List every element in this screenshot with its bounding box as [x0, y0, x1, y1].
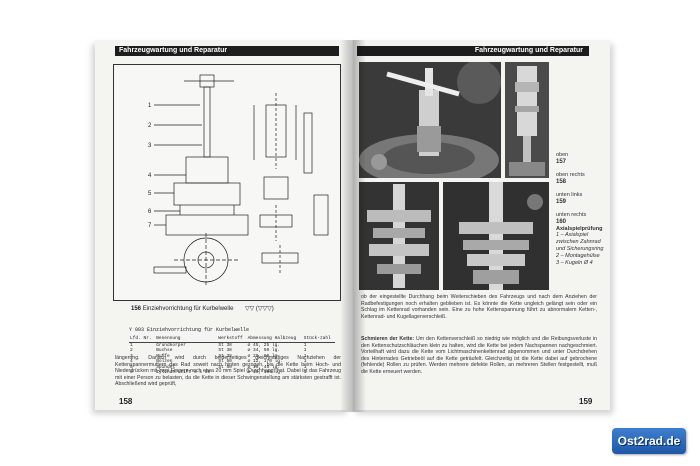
- figure-number: 156: [131, 306, 142, 312]
- cell: St 50: [218, 364, 232, 370]
- callout-label: 7: [148, 223, 152, 229]
- cell: Bolzen: [156, 359, 173, 364]
- cell: ⌀ 12, 170 lg.: [247, 359, 283, 364]
- right-page-header: Fahrzeugwartung und Reparatur: [357, 46, 589, 56]
- cell: ⌀ 10, 100 lg.: [247, 370, 283, 375]
- cell: 6: [130, 370, 133, 375]
- cell: 1: [303, 370, 307, 375]
- photo-gears: [359, 182, 439, 290]
- figure-caption: 156 Einziehvorrichtung für Kurbelwelle: [131, 306, 233, 313]
- open-book: Fahrzeugwartung und Reparatur: [95, 40, 610, 415]
- cell: 1: [303, 359, 307, 364]
- caption-number: 158: [556, 178, 567, 185]
- caption-number: 160: [556, 218, 567, 225]
- left-body-text: längerung. Danach wird durch beiderseiti…: [115, 355, 341, 388]
- table-row: 2 Buchse St 38 ⌀ 34, 50 lg. 1: [129, 348, 335, 354]
- callout-label: 5: [148, 191, 152, 197]
- caption-label: oben rechts: [556, 172, 585, 178]
- caption-label: unten links: [556, 192, 583, 198]
- photo-160-svg: [443, 182, 549, 290]
- caption-number: 157: [556, 158, 567, 165]
- caption-159: unten links 159: [556, 192, 582, 206]
- photo-159-svg: [359, 182, 439, 290]
- col-header: Benennung: [155, 336, 218, 343]
- cell: Muffe: [156, 353, 170, 359]
- brand-logo-text: Ost2rad.de: [617, 434, 681, 448]
- cell: Buchse: [156, 348, 173, 353]
- col-header: Abmessung Halbzeug: [246, 336, 303, 343]
- cell: 1: [303, 342, 307, 348]
- right-page-number: 159: [579, 397, 593, 406]
- right-body-text-2: Schmieren der Kette: Um den Kettenversch…: [361, 336, 597, 392]
- section-text: Um den Kettenverschleiß so niedrig wie m…: [361, 336, 597, 375]
- photo-157-svg: [359, 62, 501, 178]
- col-header: Stück-zahl: [302, 336, 335, 343]
- table-row: 1 Grundkörper St 38 ⌀ 45, 25 lg. 1: [129, 342, 335, 348]
- right-header-text: Fahrzeugwartung und Reparatur: [474, 47, 583, 54]
- surface-finish-mark: ▽▽ (▽▽▽): [245, 306, 274, 312]
- cell: Zylinderstift 6 x 50: [156, 370, 211, 375]
- figure-caption-text: Einziehvorrichtung für Kurbelwelle: [142, 306, 234, 312]
- cell: 1: [303, 348, 307, 353]
- cell: St 38: [218, 342, 232, 348]
- cell: 1: [303, 353, 307, 359]
- caption-title: Axialspielprüfung: [556, 225, 603, 232]
- caption-item: 1 – Axialspiel zwischen Zahnrad und Sich…: [556, 232, 604, 252]
- table-row: 5 Spindel St 50 ⌀ 16, 45 lg. 1: [129, 365, 335, 371]
- caption-157: oben 157: [556, 152, 568, 166]
- left-page-header: Fahrzeugwartung und Reparatur: [115, 46, 339, 56]
- cell: ⌀ 45, 25 lg.: [247, 342, 280, 348]
- left-page-number: 158: [119, 397, 133, 406]
- cell: St 38: [218, 348, 232, 353]
- technical-drawing: 1 2 3 4 5 6 7: [113, 64, 341, 301]
- caption-number: 159: [556, 198, 567, 205]
- caption-label: oben: [556, 152, 569, 158]
- callout-label: 2: [148, 123, 152, 129]
- left-page: Fahrzeugwartung und Reparatur: [95, 40, 350, 410]
- callout-label: 1: [148, 103, 152, 109]
- parts-table-title: Y 003 Einziehvorrichtung für Kurbelwelle: [129, 327, 250, 333]
- cell: ⌀ 16, 45 lg.: [247, 364, 280, 370]
- caption-160: unten rechts 160 Axialspielprüfung 1 – A…: [556, 212, 608, 266]
- cell: Grundkörper: [156, 342, 186, 348]
- book-gutter-shadow: [340, 40, 366, 412]
- callout-label: 4: [148, 173, 152, 179]
- cell: 3: [130, 353, 133, 359]
- table-row: 3 Muffe St 38 ⌀ 20, 60 lg. 1: [129, 354, 335, 360]
- cell: St 38: [218, 353, 232, 359]
- table-row: 6 Zylinderstift 6 x 50 ⌀ 10, 100 lg. 1: [129, 370, 335, 376]
- photo-axial-play: [443, 182, 549, 290]
- cell: ⌀ 34, 50 lg.: [247, 348, 280, 353]
- cell: 4: [130, 359, 133, 364]
- cell: 1: [130, 342, 133, 348]
- cell: 1: [303, 364, 307, 370]
- cell: Spindel: [156, 364, 176, 370]
- caption-158: oben rechts 158: [556, 172, 585, 186]
- col-header: Werkstoff: [217, 336, 247, 343]
- left-header-text: Fahrzeugwartung und Reparatur: [119, 47, 228, 54]
- cell: 5: [130, 364, 133, 370]
- caption-item: 2 – Montagehülse: [556, 252, 600, 259]
- caption-label: unten rechts: [556, 212, 587, 218]
- right-body-text-1: ob der eingestellte Durchhang beim Weite…: [361, 294, 597, 320]
- cell: 2: [130, 348, 133, 353]
- photo-158-svg: [505, 62, 549, 178]
- parts-table: Lfd. Nr. Benennung Werkstoff Abmessung H…: [129, 336, 335, 376]
- brand-logo: Ost2rad.de: [612, 428, 686, 454]
- col-header: Lfd. Nr.: [129, 336, 156, 343]
- photo-shaft: [505, 62, 549, 178]
- callout-label: 3: [148, 143, 152, 149]
- section-heading: Schmieren der Kette:: [361, 336, 415, 342]
- caption-item: 3 – Kugeln Ø 4: [556, 259, 593, 266]
- cell: St 50: [218, 359, 232, 364]
- right-page: Fahrzeugwartung und Reparatur: [353, 40, 610, 410]
- cell: ⌀ 20, 60 lg.: [247, 353, 280, 359]
- photo-puller-on-engine: [359, 62, 501, 178]
- table-row: 4 Bolzen St 50 ⌀ 12, 170 lg. 1: [129, 359, 335, 365]
- callout-label: 6: [148, 209, 152, 215]
- puller-drawing-svg: 1 2 3 4 5 6 7: [148, 74, 329, 287]
